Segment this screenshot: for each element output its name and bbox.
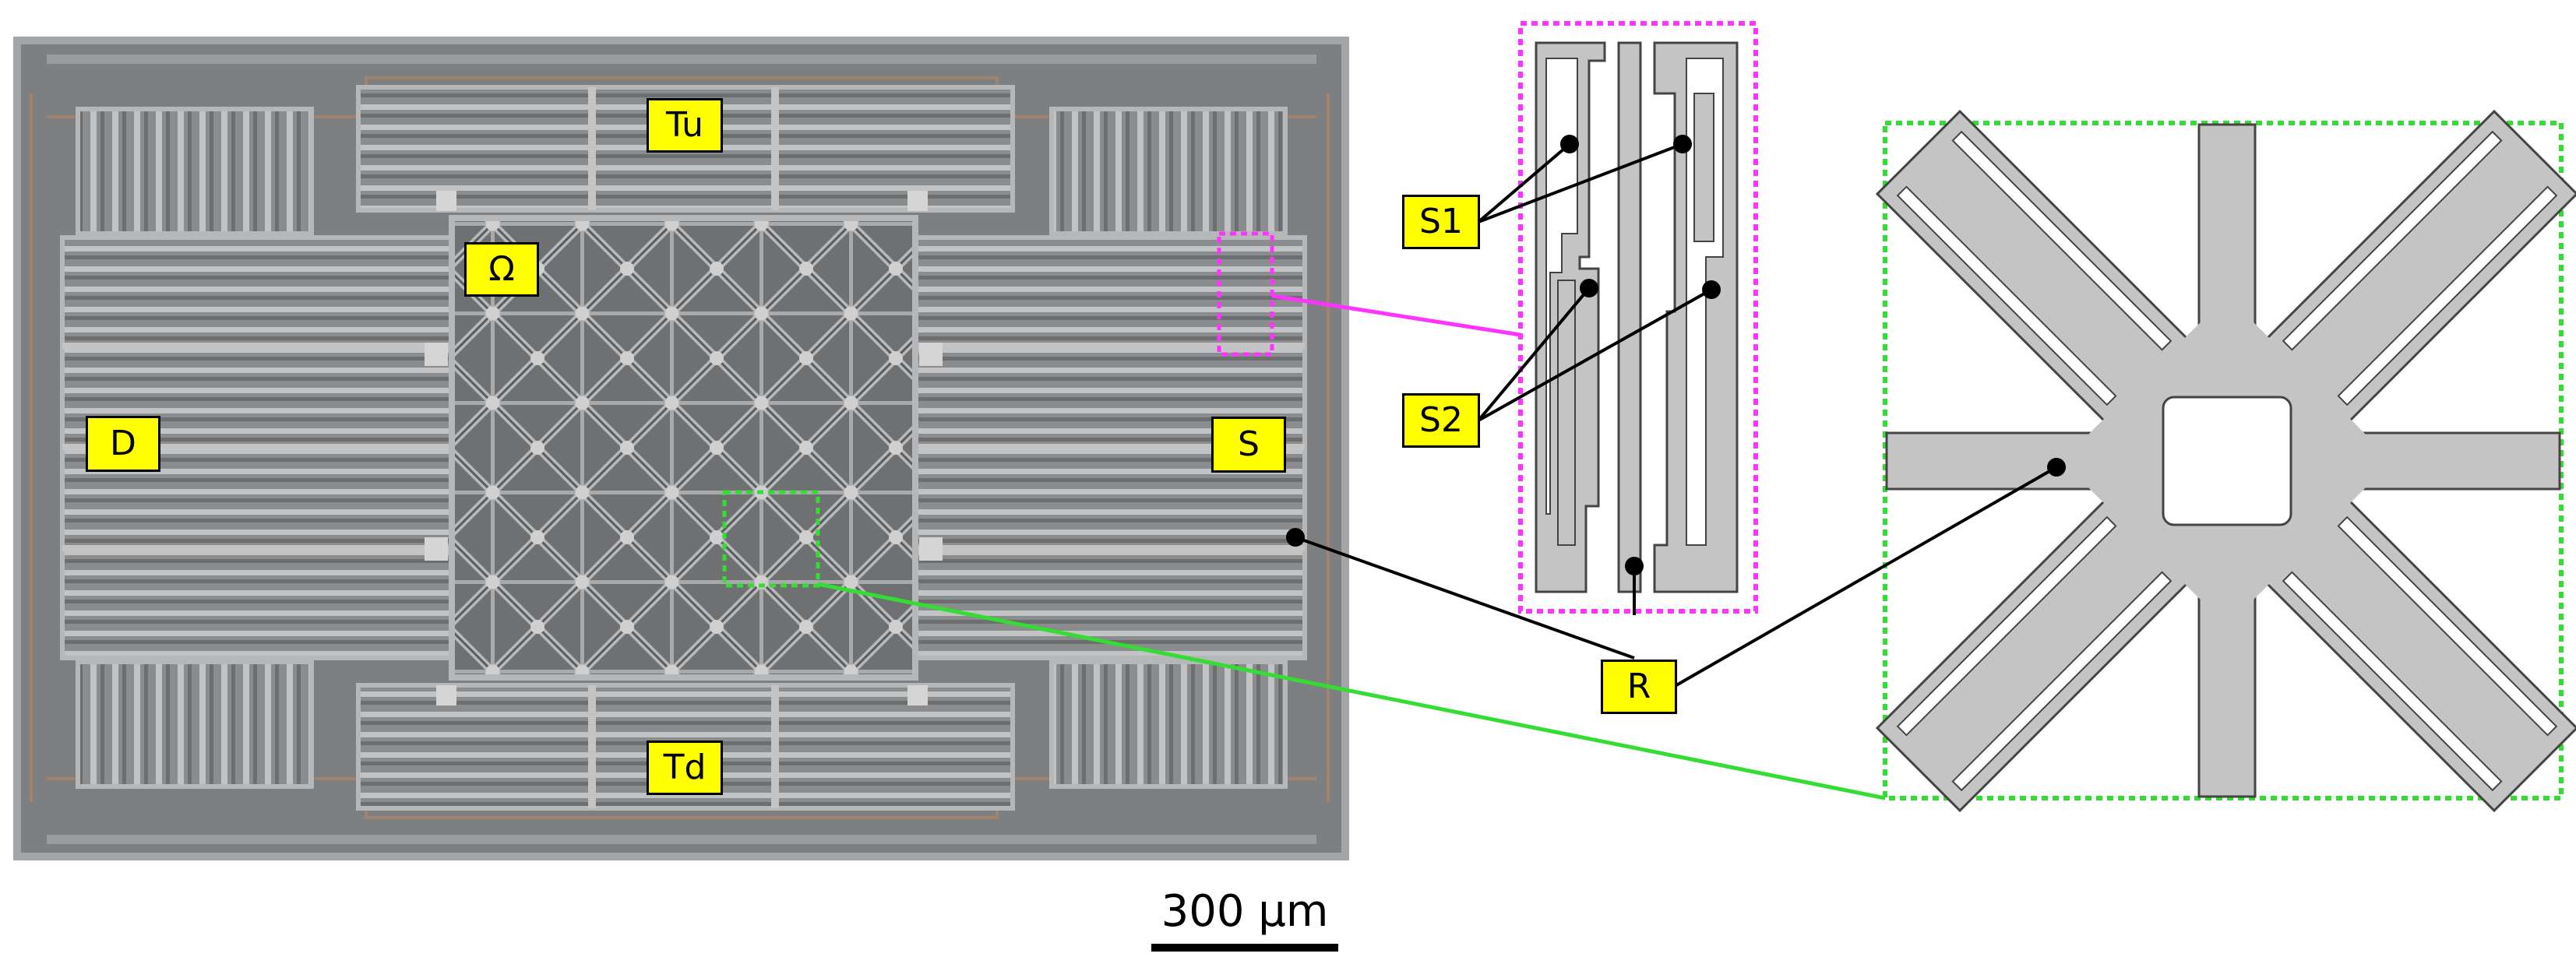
chip-micrograph	[13, 37, 1349, 860]
spring-inset	[1518, 21, 1758, 614]
scale-bar-line	[1151, 944, 1338, 952]
label-td: Td	[647, 741, 723, 795]
scale-bar-label: 300 μm	[1161, 886, 1329, 937]
zoom-box-magenta	[1217, 231, 1274, 357]
green-connector	[817, 582, 1886, 800]
zoom-box-green	[722, 490, 820, 588]
label-d: D	[86, 416, 160, 472]
joint-inset	[1875, 109, 2576, 813]
leader-lines	[1295, 142, 2057, 687]
label-s1: S1	[1402, 195, 1480, 249]
label-s: S	[1211, 417, 1286, 473]
magenta-connector	[1271, 294, 1521, 337]
label-tu: Tu	[647, 98, 723, 153]
label-s2: S2	[1402, 393, 1480, 448]
marker-dots	[1286, 135, 2066, 575]
label-omega: Ω	[464, 242, 539, 297]
label-r: R	[1601, 660, 1677, 714]
